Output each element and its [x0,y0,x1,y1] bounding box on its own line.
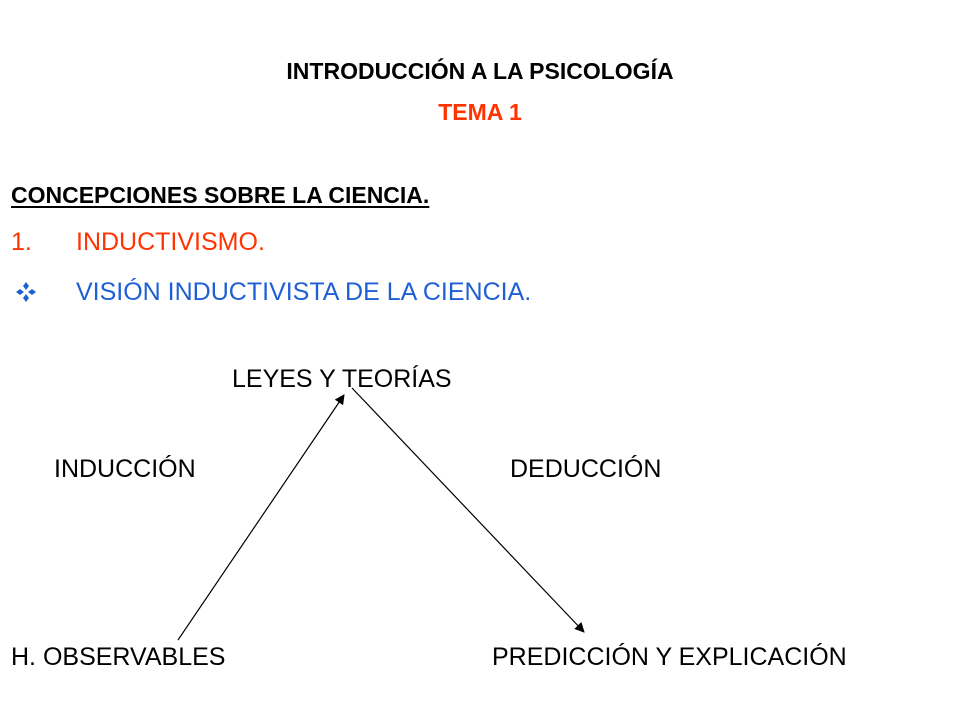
section-heading: CONCEPCIONES SOBRE LA CIENCIA. [11,182,430,208]
node-leyes-y-teorias: LEYES Y TEORÍAS [232,365,452,393]
label-deduccion: DEDUCCIÓN [510,455,662,483]
list-item-text: INDUCTIVISMO. [76,228,265,256]
label-induccion: INDUCCIÓN [54,455,196,483]
deduction-arrow [351,387,585,633]
node-prediccion-explicacion: PREDICCIÓN Y EXPLICACIÓN [492,643,847,671]
bullet-item-text: VISIÓN INDUCTIVISTA DE LA CIENCIA. [76,278,532,306]
list-item-number: 1. [11,228,32,256]
node-hechos-observables: H. OBSERVABLES [11,643,226,671]
diamond-bullet-icon [16,282,36,302]
slide-title: INTRODUCCIÓN A LA PSICOLOGÍA [286,58,674,84]
slide-subtitle: TEMA 1 [438,99,522,125]
induction-arrow [177,394,345,641]
